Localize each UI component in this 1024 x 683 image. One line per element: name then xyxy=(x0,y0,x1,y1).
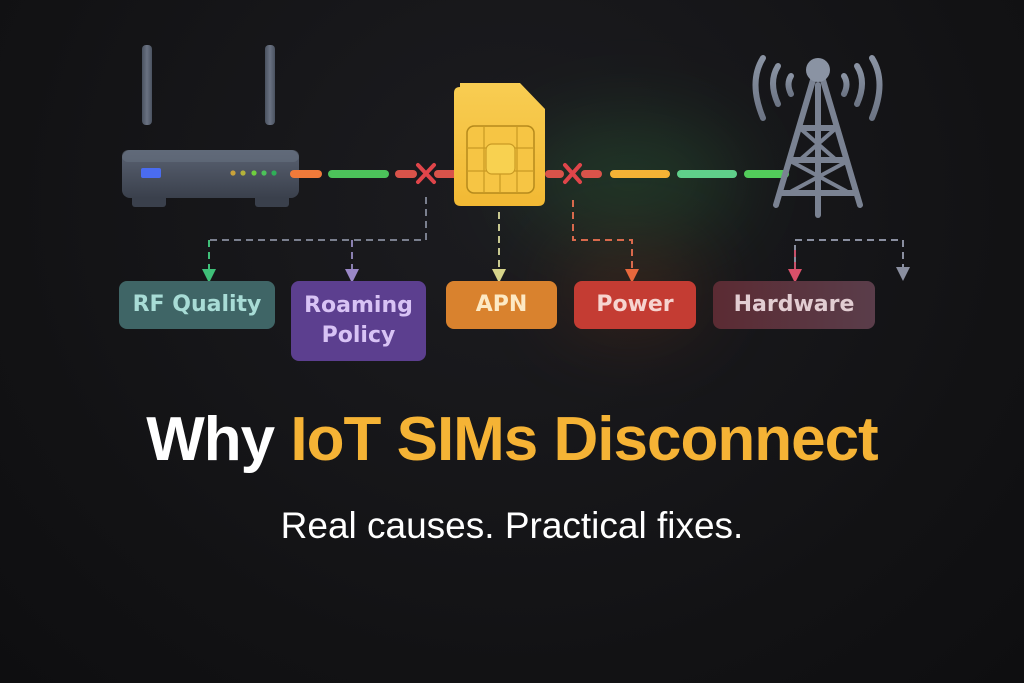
cell-tower-icon xyxy=(752,55,883,218)
green-glow xyxy=(520,120,740,240)
cause-apn: APN xyxy=(446,281,557,329)
cause-hardware: Hardware xyxy=(713,281,875,329)
broken-link-x-icon xyxy=(416,163,436,184)
headline-prefix: Why xyxy=(146,405,275,474)
cause-label: Power xyxy=(596,292,674,317)
cause-rf-quality: RF Quality xyxy=(119,281,275,329)
broken-link-x-icon xyxy=(563,163,582,184)
cause-roaming-policy: Roaming Policy xyxy=(291,281,426,361)
cause-label: APN xyxy=(475,292,528,317)
connector-lines xyxy=(202,197,910,283)
cause-power: Power xyxy=(574,281,696,329)
headline-highlight: IoT SIMs Disconnect xyxy=(290,405,878,474)
cause-label: Hardware xyxy=(733,292,855,317)
subtitle: Real causes. Practical fixes. xyxy=(280,505,744,546)
sim-card-icon xyxy=(454,83,545,206)
headline: Why IoT SIMs Disconnect xyxy=(0,404,1024,475)
cause-label: RF Quality xyxy=(132,292,262,317)
router-icon xyxy=(122,45,299,207)
cause-label: Roaming Policy xyxy=(304,293,413,348)
